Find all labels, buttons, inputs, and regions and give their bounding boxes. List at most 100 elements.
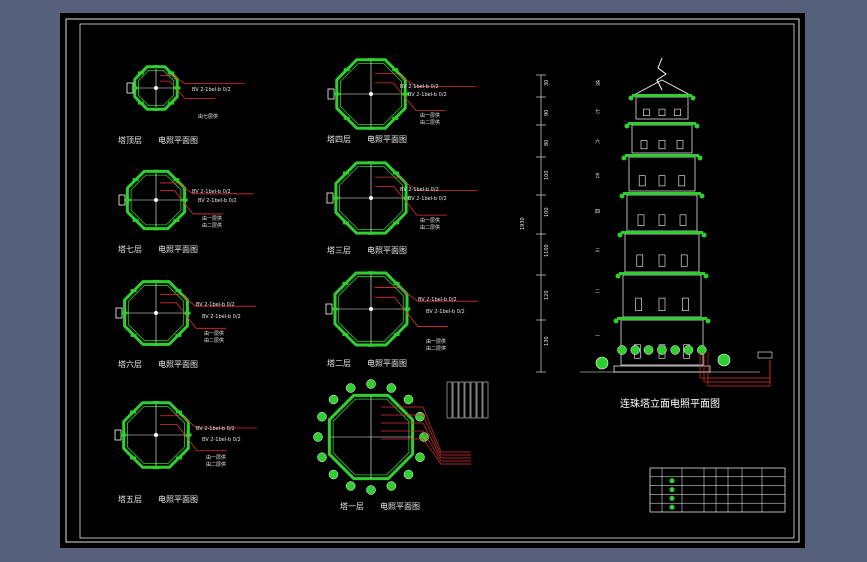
floor-label-4: 四 bbox=[595, 209, 600, 215]
dim-6: 1100 bbox=[544, 244, 550, 257]
distribution-box bbox=[757, 351, 773, 359]
plan-cable-lower bbox=[160, 302, 226, 329]
tower-lamp bbox=[628, 95, 634, 101]
legend-symbol bbox=[669, 504, 675, 510]
tower-spire bbox=[656, 57, 667, 91]
tower-window bbox=[636, 254, 644, 267]
plan-window-mark bbox=[392, 68, 399, 72]
plan-wall-inner bbox=[137, 70, 175, 106]
plan-wall-inner bbox=[130, 174, 182, 226]
plan-window-mark bbox=[130, 410, 136, 414]
caption-sixth-floor: 塔六层 电照平面图 bbox=[118, 359, 198, 369]
plan-window-mark bbox=[174, 86, 181, 90]
plan-wall-inner bbox=[127, 405, 186, 465]
dim-8: 130 bbox=[544, 336, 550, 346]
tower-window bbox=[640, 140, 648, 150]
plan-window-mark bbox=[368, 126, 374, 130]
tag-p7-2: 由一层供 bbox=[426, 338, 446, 345]
plan-outdoor-lamp bbox=[345, 383, 356, 393]
plan-wall-inner bbox=[332, 398, 410, 476]
plan-cable-lower bbox=[160, 80, 215, 99]
plan-window-mark bbox=[168, 101, 175, 105]
tower-ground-lamp bbox=[657, 345, 667, 355]
plan-cable-lower bbox=[160, 190, 223, 215]
tower-window bbox=[658, 297, 666, 312]
plan-window-mark bbox=[393, 171, 399, 175]
dim-2: 90 bbox=[544, 110, 550, 116]
tower-window bbox=[658, 254, 666, 267]
tag-p3-3: 由二层供 bbox=[204, 337, 224, 344]
dim-3: 80 bbox=[544, 140, 550, 146]
plan-window-mark bbox=[393, 333, 400, 337]
tower-tier-eave bbox=[623, 192, 701, 195]
plan-window-mark bbox=[120, 433, 127, 437]
tag-p6-0: BV 2-1bel-b 0/2 bbox=[400, 187, 439, 193]
tower-lamp bbox=[699, 193, 705, 199]
tower-ground-lamp bbox=[683, 345, 694, 355]
tag-p6-1: BV 2-1bel-b 0/2 bbox=[408, 196, 447, 202]
plan-cable-lower bbox=[375, 186, 447, 216]
plan-window-mark bbox=[343, 221, 349, 225]
floor-label-3: 三 bbox=[595, 248, 600, 254]
tower-window bbox=[678, 175, 686, 187]
tag-p7-1: BV 2-1bel-b 0/2 bbox=[426, 309, 465, 315]
plan-wall-inner bbox=[340, 63, 402, 125]
plan-window-mark bbox=[137, 71, 144, 75]
caption-first-floor: 塔一层 电照平面图 bbox=[340, 501, 420, 511]
tag-p7-0: BV 2-1bel-b 0/2 bbox=[418, 297, 457, 303]
tower-lamp bbox=[619, 193, 625, 199]
tower-window bbox=[658, 140, 666, 150]
plan-center-lamp bbox=[154, 433, 158, 437]
tower-window bbox=[658, 175, 666, 187]
caption-second-floor: 塔二层 电照平面图 bbox=[327, 358, 407, 368]
plan-window-mark bbox=[393, 221, 399, 225]
plan-outdoor-lamp bbox=[313, 432, 323, 442]
caption-fifth-floor: 塔五层 电照平面图 bbox=[118, 494, 198, 504]
elevation-dimension-line bbox=[536, 74, 546, 373]
plan-window-mark bbox=[130, 333, 137, 337]
plan-outdoor-lamp bbox=[415, 452, 425, 463]
tower-window bbox=[638, 175, 646, 187]
caption-third-floor: 塔三层 电照平面图 bbox=[327, 245, 407, 255]
tag-p3-0: BV 2-1bel-b 0/2 bbox=[196, 302, 235, 308]
plan-window-mark bbox=[333, 92, 340, 96]
plan-outdoor-lamp bbox=[317, 411, 327, 422]
tower-tier-eave bbox=[619, 272, 705, 275]
legend-table bbox=[649, 467, 786, 513]
tower-window bbox=[658, 108, 666, 116]
plan-outdoor-lamp bbox=[386, 383, 397, 393]
plan-seventh-floor bbox=[118, 169, 253, 231]
plan-window-mark bbox=[176, 456, 182, 460]
legend-symbol bbox=[669, 495, 675, 501]
inner-frame bbox=[79, 23, 795, 539]
tower-lamp bbox=[690, 95, 696, 101]
plan-cable-upper bbox=[160, 293, 256, 307]
plan-center-lamp bbox=[154, 311, 158, 315]
tower-lamp bbox=[701, 232, 707, 238]
tower-window bbox=[680, 254, 688, 267]
floor-label-5: 五 bbox=[595, 173, 600, 179]
tower-lamp bbox=[621, 155, 627, 161]
plan-outdoor-lamp bbox=[403, 394, 414, 405]
plan-cable-upper bbox=[160, 182, 253, 195]
tag-p3-2: 由一层供 bbox=[204, 330, 224, 337]
plan-circuit-box bbox=[458, 381, 465, 419]
caption-seventh-floor: 塔七层 电照平面图 bbox=[118, 244, 198, 254]
drawing-sheet bbox=[60, 13, 805, 548]
plan-fifth-floor bbox=[114, 400, 257, 470]
plan-window-mark bbox=[331, 307, 338, 311]
plan-circuit-box bbox=[464, 381, 471, 419]
tag-p5-1: BV 2-1bel-b 0/2 bbox=[408, 92, 447, 98]
plan-cable-upper bbox=[160, 74, 245, 84]
floor-label-2: 二 bbox=[595, 289, 600, 295]
tag-p2-0: BV 2-1bel-b 0/2 bbox=[192, 189, 231, 195]
dim-5: 100 bbox=[544, 207, 550, 217]
dim-4: 100 bbox=[544, 170, 550, 180]
plan-window-mark bbox=[342, 333, 349, 337]
tower-flood-light bbox=[595, 356, 609, 370]
plan-cable-upper bbox=[160, 415, 257, 429]
plan-second-floor bbox=[325, 271, 478, 347]
tag-p5-2: 由一层供 bbox=[420, 112, 440, 119]
plan-feed-cable bbox=[381, 422, 471, 459]
plan-window-mark bbox=[176, 410, 182, 414]
